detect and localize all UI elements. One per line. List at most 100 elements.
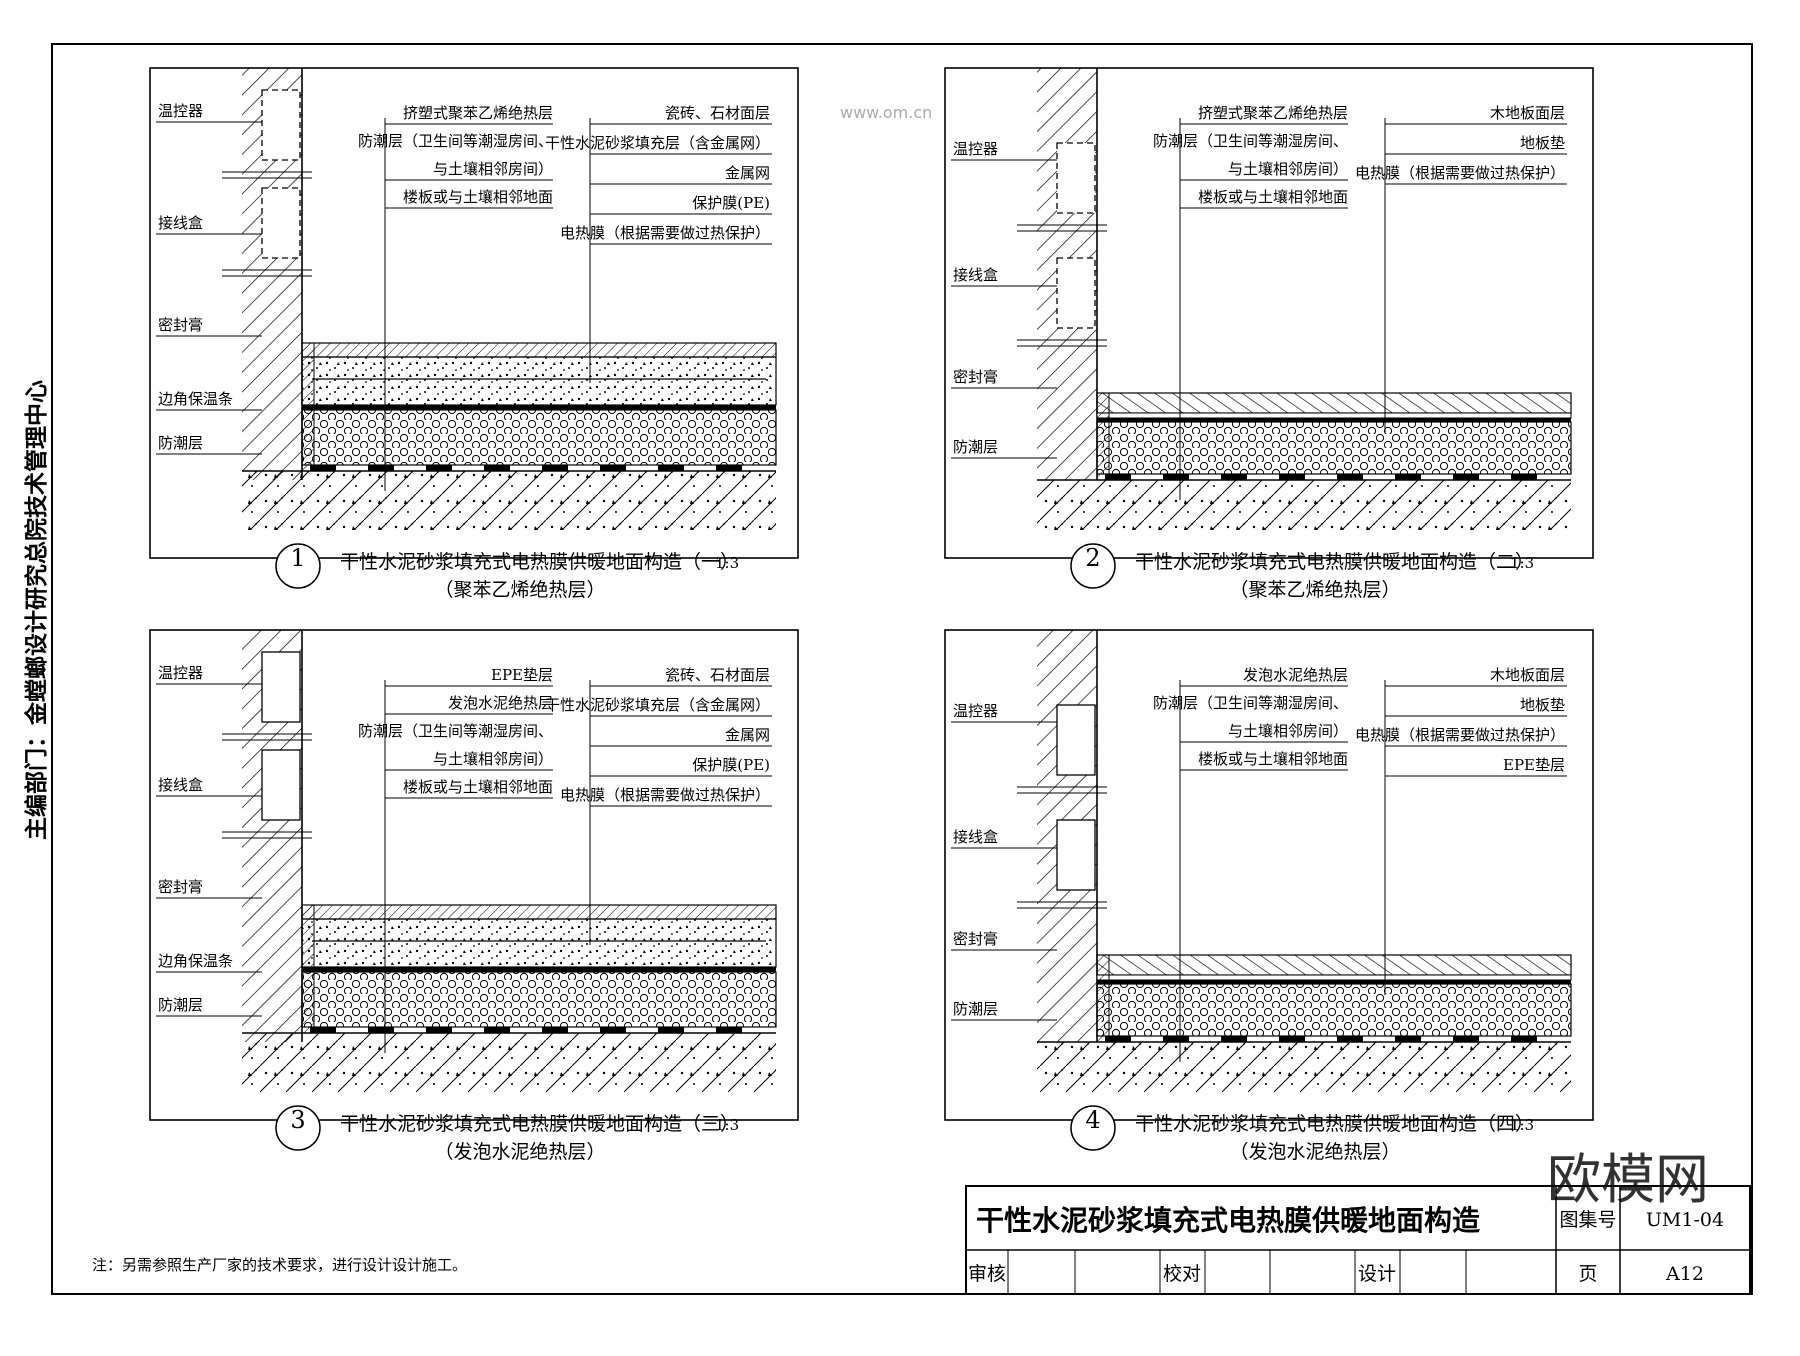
middle-label: EPE垫层 xyxy=(491,666,553,684)
middle-label: 楼板或与土壤相邻地面 xyxy=(1198,750,1348,768)
moisture-barrier-segment xyxy=(1337,474,1363,480)
atlas-number: UM1-04 xyxy=(1646,1209,1724,1231)
diagram-3: 温控器接线盒密封膏边角保温条防潮层EPE垫层发泡水泥绝热层防潮层（卫生间等潮湿房… xyxy=(149,629,799,1163)
right-label: 电热膜（根据需要做过热保护） xyxy=(560,786,770,804)
moisture-barrier-segment xyxy=(716,465,742,471)
atlas-label: 图集号 xyxy=(1559,1209,1616,1231)
diagram-frame xyxy=(944,629,1594,1121)
middle-label: 与土壤相邻房间） xyxy=(433,750,553,768)
left-label: 温控器 xyxy=(158,102,203,120)
detail-number-circle xyxy=(1070,543,1116,589)
middle-label: 楼板或与土壤相邻地面 xyxy=(403,778,553,796)
detail-title: 干性水泥砂浆填充式电热膜供暖地面构造（一） xyxy=(340,551,739,573)
right-label: 保护膜(PE) xyxy=(692,194,770,212)
middle-label: 挤塑式聚苯乙烯绝热层 xyxy=(1198,104,1348,122)
detail-title: 干性水泥砂浆填充式电热膜供暖地面构造（三） xyxy=(340,1113,739,1135)
left-label: 密封膏 xyxy=(953,930,998,948)
right-label: 电热膜（根据需要做过热保护） xyxy=(1355,726,1565,744)
middle-label: 挤塑式聚苯乙烯绝热层 xyxy=(403,104,553,122)
thermostat-box xyxy=(1056,704,1096,776)
watermark-logo: 欧模网 xyxy=(1547,1148,1709,1211)
detail-number-circle xyxy=(275,543,321,589)
detail-subtitle: （发泡水泥绝热层） xyxy=(1229,1141,1400,1163)
middle-label: 防潮层（卫生间等潮湿房间、 xyxy=(358,132,553,150)
heating-film xyxy=(302,405,776,410)
wood-floor-layer xyxy=(1096,954,1572,976)
moisture-barrier-segment xyxy=(1511,474,1537,480)
left-label: 密封膏 xyxy=(158,316,203,334)
right-label: 地板垫 xyxy=(1520,134,1565,152)
middle-label: 楼板或与土壤相邻地面 xyxy=(403,188,553,206)
edge-insulation-strip xyxy=(301,342,315,472)
thermostat-box xyxy=(1056,142,1096,214)
diagram-2: 温控器接线盒密封膏防潮层挤塑式聚苯乙烯绝热层防潮层（卫生间等潮湿房间、与土壤相邻… xyxy=(944,67,1594,601)
edge-insulation-strip xyxy=(301,904,315,1034)
detail-scale: 1:3 xyxy=(715,1116,739,1134)
middle-label: 防潮层（卫生间等潮湿房间、 xyxy=(1153,694,1348,712)
diagram-group: 温控器接线盒密封膏边角保温条防潮层挤塑式聚苯乙烯绝热层防潮层（卫生间等潮湿房间、… xyxy=(149,67,1594,1163)
heating-film xyxy=(302,967,776,972)
detail-scale: 1:3 xyxy=(1510,554,1534,572)
insulation-layer xyxy=(1096,983,1572,1037)
detail-number: 2 xyxy=(1085,544,1100,572)
middle-label: 防潮层（卫生间等潮湿房间、 xyxy=(1153,132,1348,150)
right-label: 木地板面层 xyxy=(1490,104,1565,122)
moisture-barrier-segment xyxy=(1221,1036,1247,1042)
detail-subtitle: （发泡水泥绝热层） xyxy=(434,1141,605,1163)
floor-slab xyxy=(242,1033,776,1092)
detail-subtitle: （聚苯乙烯绝热层） xyxy=(1229,579,1400,601)
moisture-barrier-segment xyxy=(1453,1036,1479,1042)
floor-slab xyxy=(1037,1042,1571,1092)
detail-subtitle: （聚苯乙烯绝热层） xyxy=(434,579,605,601)
edge-insulation-strip xyxy=(1096,392,1110,481)
department-side-text: 主编部门：金螳螂设计研究总院技术管理中心 xyxy=(23,380,50,840)
left-label: 防潮层 xyxy=(158,434,203,452)
moisture-barrier-segment xyxy=(1163,1036,1189,1042)
left-label: 温控器 xyxy=(953,702,998,720)
heating-film xyxy=(1097,980,1571,984)
right-label: 电热膜（根据需要做过热保护） xyxy=(1355,164,1565,182)
left-label: 接线盒 xyxy=(158,776,203,794)
moisture-barrier-segment xyxy=(484,1027,510,1033)
right-label: 金属网 xyxy=(725,726,770,744)
right-label: 干性水泥砂浆填充层（含金属网） xyxy=(545,134,770,152)
junction-box xyxy=(1056,257,1096,329)
left-label: 边角保温条 xyxy=(158,390,233,408)
right-label: 瓷砖、石材面层 xyxy=(665,666,770,684)
right-label: 保护膜(PE) xyxy=(692,756,770,774)
moisture-barrier-segment xyxy=(368,1027,394,1033)
mortar-fill-layer xyxy=(301,356,777,406)
moisture-barrier-segment xyxy=(542,465,568,471)
detail-number: 1 xyxy=(290,544,305,572)
floor-pad xyxy=(1096,412,1572,419)
detail-title: 干性水泥砂浆填充式电热膜供暖地面构造（四） xyxy=(1135,1113,1534,1135)
detail-number: 3 xyxy=(290,1106,305,1134)
thermostat-box xyxy=(261,89,301,161)
proof-label: 校对 xyxy=(1163,1263,1201,1285)
detail-title: 干性水泥砂浆填充式电热膜供暖地面构造（二） xyxy=(1135,551,1534,573)
moisture-barrier-segment xyxy=(1105,474,1131,480)
floor-slab xyxy=(242,471,776,530)
middle-label: 与土壤相邻房间） xyxy=(1228,160,1348,178)
moisture-barrier-segment xyxy=(310,1027,336,1033)
diagram-1: 温控器接线盒密封膏边角保温条防潮层挤塑式聚苯乙烯绝热层防潮层（卫生间等潮湿房间、… xyxy=(149,67,799,601)
junction-box xyxy=(261,187,301,259)
middle-label: 发泡水泥绝热层 xyxy=(448,694,553,712)
floor-pad xyxy=(1096,974,1572,981)
left-label: 密封膏 xyxy=(953,368,998,386)
watermark-site: www.om.cn xyxy=(840,103,932,122)
junction-box xyxy=(261,749,301,821)
detail-number: 4 xyxy=(1085,1106,1100,1134)
detail-number-circle xyxy=(1070,1105,1116,1151)
moisture-barrier-segment xyxy=(368,465,394,471)
moisture-barrier-segment xyxy=(1337,1036,1363,1042)
moisture-barrier-segment xyxy=(1279,474,1305,480)
left-label: 防潮层 xyxy=(158,996,203,1014)
right-label: 瓷砖、石材面层 xyxy=(665,104,770,122)
moisture-barrier-segment xyxy=(658,465,684,471)
left-label: 温控器 xyxy=(158,664,203,682)
middle-label: 楼板或与土壤相邻地面 xyxy=(1198,188,1348,206)
moisture-barrier-segment xyxy=(658,1027,684,1033)
design-note: 注：另需参照生产厂家的技术要求，进行设计设计施工。 xyxy=(92,1256,467,1274)
left-label: 边角保温条 xyxy=(158,952,233,970)
